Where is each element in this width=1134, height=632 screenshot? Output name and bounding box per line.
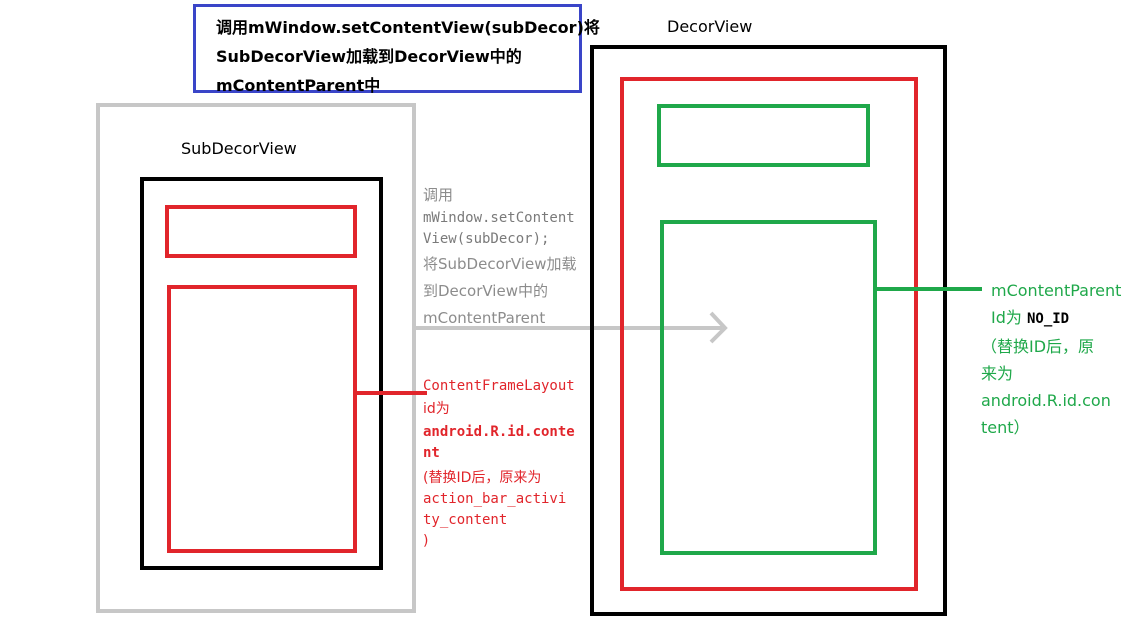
subdecor-outer-box <box>96 103 416 613</box>
content-frame-note: ContentFrameLayout id为 android.R.id.cont… <box>423 376 593 552</box>
arrow-note-line-6: mContentParent <box>423 309 546 327</box>
arrow-note-code-2: View(subDecor); <box>423 231 550 247</box>
content-parent-note-line-5: android.R.id.con <box>981 391 1111 410</box>
content-frame-note-code-1: ContentFrameLayout <box>423 378 575 394</box>
content-parent-note-id-code: NO_ID <box>1026 311 1070 327</box>
content-parent-note-id-prefix: Id为 <box>991 308 1027 327</box>
arrow-note-code-1: mWindow.setContent <box>423 210 575 226</box>
decorview-label: DecorView <box>667 17 753 36</box>
content-frame-note-line-5: (替换ID后，原来为 <box>423 470 542 486</box>
content-frame-note-code-6: action_bar_activi <box>423 491 567 507</box>
arrow-note: 调用 mWindow.setContent View(subDecor); 将S… <box>423 183 593 331</box>
decorview-title-box <box>657 104 870 167</box>
content-frame-note-code-4: nt <box>423 445 440 461</box>
arrow-note-line-5: 到DecorView中的 <box>423 282 548 300</box>
decorview-outer-box <box>590 45 947 616</box>
content-frame-note-code-7: ty_content <box>423 512 508 528</box>
content-frame-note-line-2: id为 <box>423 401 450 417</box>
arrow-head <box>709 311 728 344</box>
arrow-note-line-1: 调用 <box>423 186 454 204</box>
title-note-line-2: SubDecorView加载到DecorView中的 <box>216 47 522 66</box>
content-parent-box <box>660 220 877 555</box>
content-parent-note-line-3: （替换ID后，原 <box>981 337 1095 356</box>
arrow-note-line-4: 将SubDecorView加载 <box>423 255 577 273</box>
title-note-box: 调用mWindow.setContentView(subDecor)将 SubD… <box>193 4 600 95</box>
content-frame-layout-box <box>167 285 357 553</box>
title-note-line-1: 调用mWindow.setContentView(subDecor)将 <box>216 18 600 37</box>
content-parent-note-line-2: Id为 NO_ID <box>981 304 1131 333</box>
content-parent-note-line-1: mContentParent <box>991 281 1122 300</box>
content-parent-note-line-4: 来为 <box>981 364 1014 383</box>
subdecorview-label: SubDecorView <box>181 139 297 158</box>
title-note-line-3: mContentParent中 <box>216 76 381 95</box>
content-parent-note: mContentParent Id为 NO_ID （替换ID后，原 来为 and… <box>981 277 1131 441</box>
subdecor-actionbar-box <box>165 205 357 258</box>
content-frame-note-line-8: ) <box>423 533 429 549</box>
content-parent-note-line-6: tent） <box>981 418 1030 437</box>
content-frame-note-code-3: android.R.id.conte <box>423 424 575 440</box>
subdecor-inner-box <box>140 177 383 570</box>
decorview-inner-box <box>620 77 918 591</box>
